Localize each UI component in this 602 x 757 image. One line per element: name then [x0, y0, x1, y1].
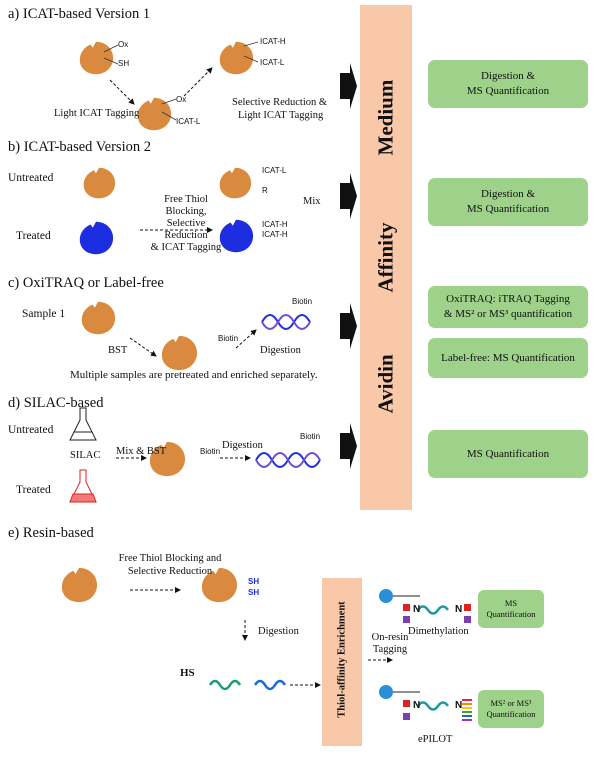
box-b-digestion: Digestion &MS Quantification [428, 178, 588, 226]
light-icat-label: Light ICAT Tagging [54, 108, 140, 119]
chem-sh: SH [248, 577, 260, 586]
untreated-label: Untreated [8, 172, 54, 184]
light-icat-tagging-label: Light ICAT Tagging [238, 110, 324, 121]
epilot-label: ePILOT [418, 734, 453, 745]
epilot-construct [379, 685, 472, 721]
digestion-label: Digestion [258, 626, 299, 637]
dimethylation-construct [379, 589, 471, 623]
flask-untreated-icon [69, 407, 97, 441]
selective-reduction-label: Selective Reduction & [232, 97, 328, 108]
multiple-samples-note: Multiple samples are pretreated and enri… [70, 369, 318, 381]
protein-icon [79, 41, 114, 75]
bst-label: BST [108, 345, 128, 356]
big-arrows [340, 63, 357, 469]
band-word-medium: Medium [373, 79, 398, 156]
section-a-title: a) ICAT-based Version 1 [8, 6, 151, 22]
chem-sh: SH [118, 59, 130, 68]
avidin-affinity-band [360, 5, 412, 510]
protein-icon [161, 335, 198, 371]
thiol-enrichment-label: Thiol-affinity Enrichment [336, 601, 348, 718]
protein-icon [83, 167, 116, 199]
sample-label: Sample 1 [22, 308, 66, 320]
digestion-label: Digestion [260, 345, 301, 356]
untreated-label: Untreated [8, 424, 54, 436]
band-label: Medium Affinity Avidin [360, 5, 412, 510]
chem-icat-l: ICAT-L [262, 166, 287, 175]
box-c-oxitraq: OxiTRAQ: iTRAQ Tagging& MS² or MS³ quant… [428, 286, 588, 328]
protein-icon [61, 567, 98, 603]
section-e-title: e) Resin-based [8, 525, 94, 541]
protein-icon [81, 301, 116, 335]
box-c-labelfree: Label-free: MS Quantification [428, 338, 588, 378]
chem-biotin: Biotin [292, 297, 313, 306]
helix-icon [261, 314, 311, 330]
enrich-label-wrap: Thiol-affinity Enrichment [322, 578, 362, 746]
thiol-enrichment-column [322, 578, 362, 746]
chem-biotin: Biotin [218, 334, 239, 343]
chem-n: N [455, 700, 463, 711]
flask-treated-icon [69, 469, 97, 503]
dimethylation-label: Dimethylation [408, 626, 469, 637]
section-c-title: c) OxiTRAQ or Label-free [8, 275, 164, 291]
section-d-title: d) SILAC-based [8, 395, 104, 411]
blocking-label: Free Thiol Blocking,Selective Reduction&… [150, 194, 222, 254]
chem-icat-h: ICAT-H [262, 230, 288, 239]
band-word-affinity: Affinity [373, 222, 398, 293]
treated-label: Treated [16, 484, 51, 496]
mix-label: Mix [303, 196, 321, 207]
band-word-avidin: Avidin [373, 354, 398, 414]
chem-ox: Ox [176, 95, 187, 104]
box-a-digestion: Digestion &MS Quantification [428, 60, 588, 108]
chem-icat-l: ICAT-L [176, 117, 201, 126]
chem-icat-h: ICAT-H [260, 37, 286, 46]
peptide-icon [208, 679, 287, 691]
box-d-ms: MS Quantification [428, 430, 588, 478]
helix-icon [255, 452, 321, 468]
mix-bst-label: Mix & BST [116, 446, 167, 457]
chem-biotin: Biotin [300, 432, 321, 441]
chem-n: N [413, 604, 421, 615]
treated-label: Treated [16, 230, 51, 242]
chem-ox: Ox [118, 40, 129, 49]
chem-icat-h: ICAT-H [262, 220, 288, 229]
chem-icat-l: ICAT-L [260, 58, 285, 67]
hs-label: HS [180, 667, 195, 679]
chem-sh: SH [248, 588, 260, 597]
chem-biotin: Biotin [200, 447, 221, 456]
chem-n: N [413, 700, 421, 711]
chem-n: N [455, 604, 463, 615]
chem-r: R [262, 186, 268, 195]
silac-label: SILAC [70, 450, 101, 461]
digestion-label: Digestion [222, 440, 263, 451]
treated-protein-icon [79, 221, 114, 255]
section-b-title: b) ICAT-based Version 2 [8, 139, 151, 155]
